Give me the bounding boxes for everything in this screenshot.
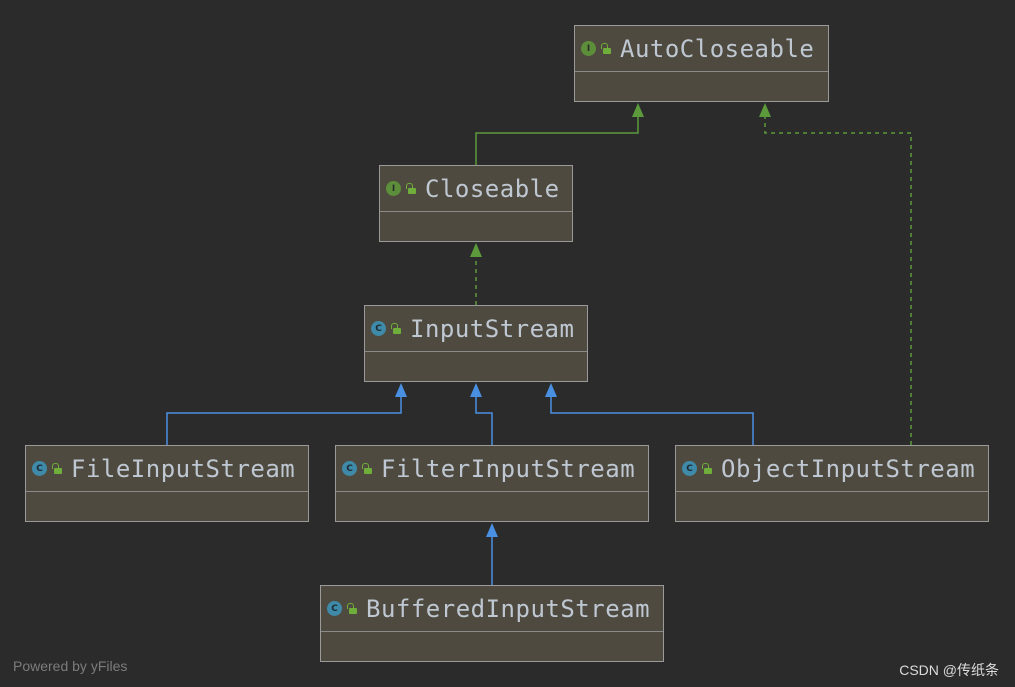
public-lock-icon xyxy=(361,462,373,475)
node-header: C InputStream xyxy=(365,306,587,352)
interface-icon: I xyxy=(581,41,596,56)
node-header: I Closeable xyxy=(380,166,572,212)
public-lock-icon xyxy=(346,602,358,615)
node-bufferedinputstream[interactable]: C BufferedInputStream xyxy=(320,585,664,662)
node-fileinputstream[interactable]: C FileInputStream xyxy=(25,445,309,522)
node-closeable[interactable]: I Closeable xyxy=(379,165,573,242)
public-lock-icon xyxy=(390,322,402,335)
edge-closeable-autocloseable xyxy=(475,103,644,165)
edge-fileinputstream-inputstream xyxy=(166,383,407,445)
node-name: Closeable xyxy=(425,174,560,203)
public-lock-icon xyxy=(405,182,417,195)
public-lock-icon xyxy=(51,462,63,475)
class-icon: C xyxy=(342,461,357,476)
node-objectinputstream[interactable]: C ObjectInputStream xyxy=(675,445,989,522)
edge-objectinputstream-inputstream xyxy=(545,383,754,445)
class-icon: C xyxy=(32,461,47,476)
node-header: C BufferedInputStream xyxy=(321,586,663,632)
edge-filterinputstream-inputstream xyxy=(470,383,493,445)
class-icon: C xyxy=(682,461,697,476)
node-name: InputStream xyxy=(410,314,575,343)
node-name: ObjectInputStream xyxy=(721,454,976,483)
edge-bufferedinputstream-filterinputstream xyxy=(486,523,498,585)
node-name: AutoCloseable xyxy=(620,34,815,63)
node-inputstream[interactable]: C InputStream xyxy=(364,305,588,382)
edge-objectinputstream-autocloseable xyxy=(759,103,912,445)
powered-by-label: Powered by yFiles xyxy=(13,658,128,674)
watermark-label: CSDN @传纸条 xyxy=(899,662,999,678)
node-name: FileInputStream xyxy=(71,454,296,483)
node-name: FilterInputStream xyxy=(381,454,636,483)
node-name: BufferedInputStream xyxy=(366,594,651,623)
node-filterinputstream[interactable]: C FilterInputStream xyxy=(335,445,649,522)
edge-inputstream-closeable xyxy=(470,243,482,305)
interface-icon: I xyxy=(386,181,401,196)
public-lock-icon xyxy=(701,462,713,475)
public-lock-icon xyxy=(600,42,612,55)
node-header: C FilterInputStream xyxy=(336,446,648,492)
node-header: C ObjectInputStream xyxy=(676,446,988,492)
node-autocloseable[interactable]: I AutoCloseable xyxy=(574,25,829,102)
class-icon: C xyxy=(327,601,342,616)
node-header: C FileInputStream xyxy=(26,446,308,492)
node-header: I AutoCloseable xyxy=(575,26,828,72)
abstract-class-icon: C xyxy=(371,321,386,336)
